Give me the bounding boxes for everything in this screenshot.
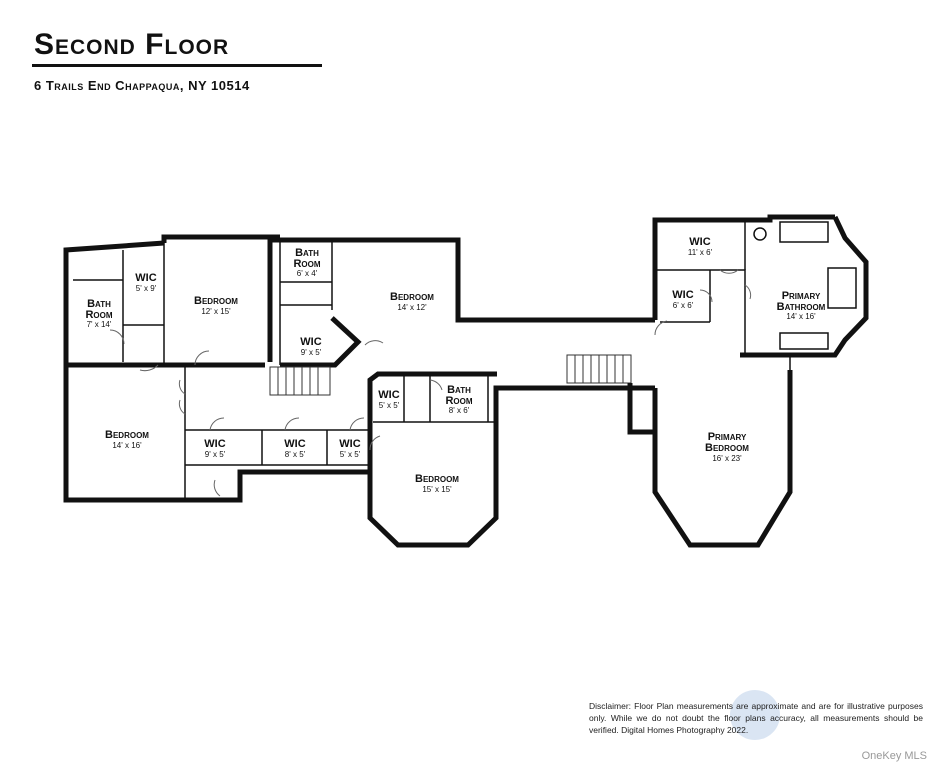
- room-primary-bath-name: Primary: [782, 290, 821, 302]
- room-wic-left-name: WIC: [135, 272, 156, 284]
- room-wic-11x6-name: WIC: [689, 236, 710, 248]
- room-bath-center-name2: Room: [293, 258, 320, 270]
- room-bedroom-a-dim: 12' x 15': [201, 307, 231, 316]
- room-wic-8x5-name: WIC: [284, 438, 305, 450]
- stairs: [269, 354, 632, 396]
- room-bedroom-c-dim: 14' x 16': [112, 441, 142, 450]
- room-primary-bath-name2: Bathroom: [777, 301, 826, 313]
- room-bath-8x6-name: Bath: [447, 384, 471, 396]
- room-bath-8x6-dim: 8' x 6': [449, 406, 470, 415]
- room-bath-8x6-name2: Room: [445, 395, 472, 407]
- room-bedroom-c-name: Bedroom: [105, 429, 149, 441]
- room-wic-8x5-dim: 8' x 5': [285, 450, 306, 459]
- room-wic-9x5-dim: 9' x 5': [205, 450, 226, 459]
- room-bath-left-name: Bath: [87, 298, 111, 310]
- door-swings: [109, 269, 752, 497]
- room-primary-bed-name2: Bedroom: [705, 442, 749, 454]
- room-labels: Bath Room 7' x 14' WIC 5' x 9' Bedroom 1…: [85, 236, 825, 494]
- disclaimer-text: Disclaimer: Floor Plan measurements are …: [589, 701, 923, 735]
- mls-watermark: OneKey MLS: [861, 750, 927, 762]
- page-title: Second Floor: [34, 28, 230, 61]
- room-wic-6x6-dim: 6' x 6': [673, 301, 694, 310]
- room-bedroom-d-dim: 15' x 15': [422, 485, 452, 494]
- room-wic-center-name: WIC: [300, 336, 321, 348]
- room-bath-left-name2: Room: [85, 309, 112, 321]
- room-wic-center-dim: 9' x 5': [301, 348, 322, 357]
- room-wic-9x5-name: WIC: [204, 438, 225, 450]
- room-wic-5x5-b-name: WIC: [378, 389, 399, 401]
- watermark-circle: [730, 690, 780, 740]
- room-bedroom-b-dim: 14' x 12': [397, 303, 427, 312]
- room-primary-bed-name: Primary: [708, 431, 747, 443]
- walls-left-wing: [63, 234, 655, 503]
- room-bath-left-dim: 7' x 14': [87, 320, 112, 329]
- property-address: 6 Trails End Chappaqua, NY 10514: [34, 78, 250, 93]
- room-bedroom-a-name: Bedroom: [194, 295, 238, 307]
- room-primary-bed-dim: 16' x 23': [712, 454, 742, 463]
- room-bath-center-name: Bath: [295, 247, 319, 259]
- room-bath-center-dim: 6' x 4': [297, 269, 318, 278]
- room-wic-5x5-b-dim: 5' x 5': [379, 401, 400, 410]
- walls-center-bedroom: [367, 371, 655, 548]
- title-underline: [32, 64, 322, 67]
- walls-primary-suite: [627, 214, 869, 548]
- room-wic-5x5-a-name: WIC: [339, 438, 360, 450]
- room-wic-11x6-dim: 11' x 6': [688, 248, 713, 257]
- room-wic-5x5-a-dim: 5' x 5': [340, 450, 361, 459]
- room-bedroom-d-name: Bedroom: [415, 473, 459, 485]
- room-wic-6x6-name: WIC: [672, 289, 693, 301]
- room-wic-left-dim: 5' x 9': [136, 284, 157, 293]
- room-primary-bath-dim: 14' x 16': [786, 312, 816, 321]
- room-bedroom-b-name: Bedroom: [390, 291, 434, 303]
